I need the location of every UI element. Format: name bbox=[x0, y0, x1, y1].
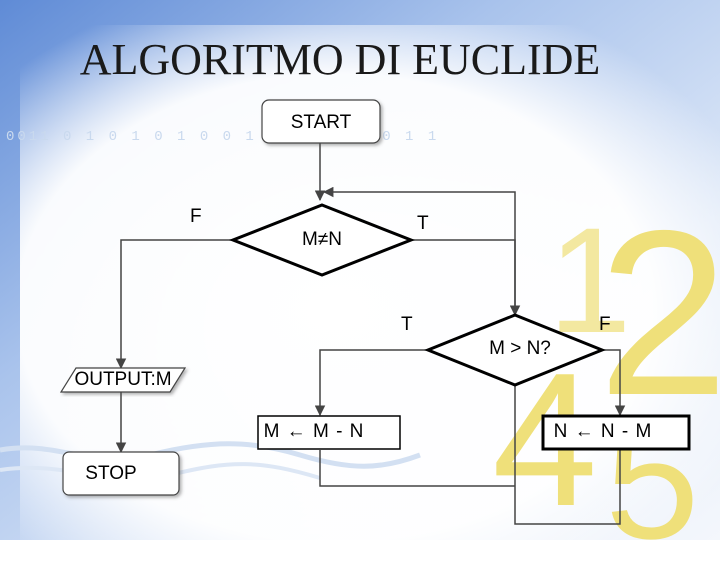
slide-title: ALGORITMO DI EUCLIDE bbox=[79, 35, 601, 84]
output-parallelogram bbox=[59, 367, 187, 393]
neq-false-label: F bbox=[190, 206, 202, 227]
condition-gt-label: M > N? bbox=[489, 338, 551, 359]
assign-n-label: N ← N - M bbox=[553, 421, 653, 442]
assign-m-label: M ← M - N bbox=[263, 421, 365, 442]
assign-m-node bbox=[257, 415, 401, 450]
bg-numeral-2: 2 bbox=[598, 181, 720, 444]
edge-loop-back bbox=[322, 186, 516, 486]
edge-gt-true bbox=[314, 349, 428, 417]
gt-false-label: F bbox=[599, 314, 611, 335]
start-node bbox=[261, 99, 381, 144]
stop-node bbox=[62, 451, 180, 496]
gt-true-label: T bbox=[401, 314, 413, 335]
output-label: OUTPUT:M bbox=[74, 369, 172, 390]
edge-gt-false bbox=[602, 349, 626, 417]
condition-neq-diamond bbox=[228, 203, 416, 277]
assign-n-node bbox=[541, 414, 691, 451]
flowchart bbox=[59, 99, 691, 525]
start-label: START bbox=[290, 112, 352, 133]
condition-gt-diamond bbox=[423, 313, 607, 387]
neq-true-label: T bbox=[417, 213, 429, 234]
stop-label: STOP bbox=[85, 463, 137, 484]
edge-assign-m-loop bbox=[319, 450, 515, 487]
edge-neq-false bbox=[115, 239, 233, 370]
edge-neq-true bbox=[411, 239, 521, 317]
edge-assign-n-loop bbox=[514, 450, 621, 525]
connectors bbox=[115, 143, 626, 525]
bg-numeral-1: 1 bbox=[548, 196, 632, 364]
condition-neq-label: M≠N bbox=[302, 229, 342, 250]
